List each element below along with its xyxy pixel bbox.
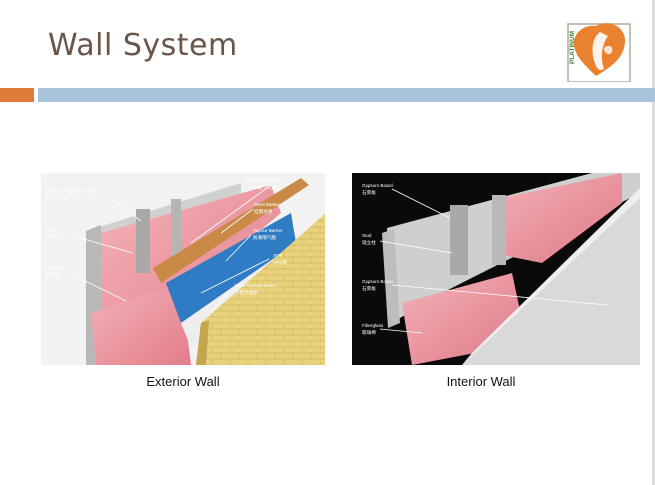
int-label-gypsum-top: Gypsum Board: [362, 183, 393, 188]
ext-label-steel-batten: Steel Batten: [254, 202, 279, 207]
platinum-logo-icon: PLATINUM: [567, 23, 631, 82]
int-label-stud: Stud: [362, 233, 372, 238]
int-label-fiberglass: Fiberglass: [362, 323, 384, 328]
ext-label-fiberglass: Fiberglass: [45, 265, 67, 270]
int-label-gypsum-mid: Gypsum Board: [362, 279, 393, 284]
interior-wall-caption: Interior Wall: [446, 374, 516, 389]
ext-label-vapour-barrier: Vapour Barrier: [253, 228, 283, 233]
ext-label-fiber-cement-cn: 外挂纤维板: [235, 289, 258, 296]
int-label-gypsum-mid-cn: 石膏板: [362, 285, 376, 292]
accent-bar-orange: [0, 88, 34, 102]
ext-label-osb: OSB (Optional): [248, 178, 280, 183]
int-label-fiberglass-cn: 玻璃棉: [362, 329, 376, 336]
int-label-gypsum-top-cn: 石膏板: [362, 189, 376, 196]
ext-label-fireproof-gypsum: Fireproof Gypsum Board: [45, 189, 96, 194]
ext-label-osb-cn: OSB板（可选）: [248, 184, 281, 191]
exterior-wall-caption: Exterior Wall: [146, 374, 220, 389]
ext-label-fiber-cement: Fiber Cement Board: [235, 283, 277, 288]
ext-label-fiberglass-cn: 玻璃棉: [45, 271, 59, 278]
accent-bar-blue: [38, 88, 655, 102]
ext-label-stud: Stud: [45, 227, 55, 232]
ext-label-vapour-barrier-cn: 防潮隔气膜: [253, 234, 276, 241]
logo-text: PLATINUM: [569, 31, 576, 64]
ext-label-fireproof-gypsum-cn: 防火石膏板: [45, 195, 68, 202]
interior-wall-image: Gypsum Board 石膏板 Stud 墙立柱 Gypsum Board 石…: [352, 173, 640, 365]
int-label-stud-cn: 墙立柱: [362, 239, 376, 246]
slide-edge: [652, 0, 655, 485]
slide-title: Wall System: [48, 28, 238, 63]
exterior-wall-image: Fireproof Gypsum Board 防火石膏板 Stud 墙立柱 Fi…: [41, 173, 325, 365]
ext-label-steel-batten-cn: 挂钢龙骨: [254, 208, 273, 215]
ext-label-xps: XPS: [273, 253, 282, 258]
ext-label-xps-cn: XPS板: [273, 259, 287, 266]
ext-label-stud-cn: 墙立柱: [45, 233, 59, 240]
